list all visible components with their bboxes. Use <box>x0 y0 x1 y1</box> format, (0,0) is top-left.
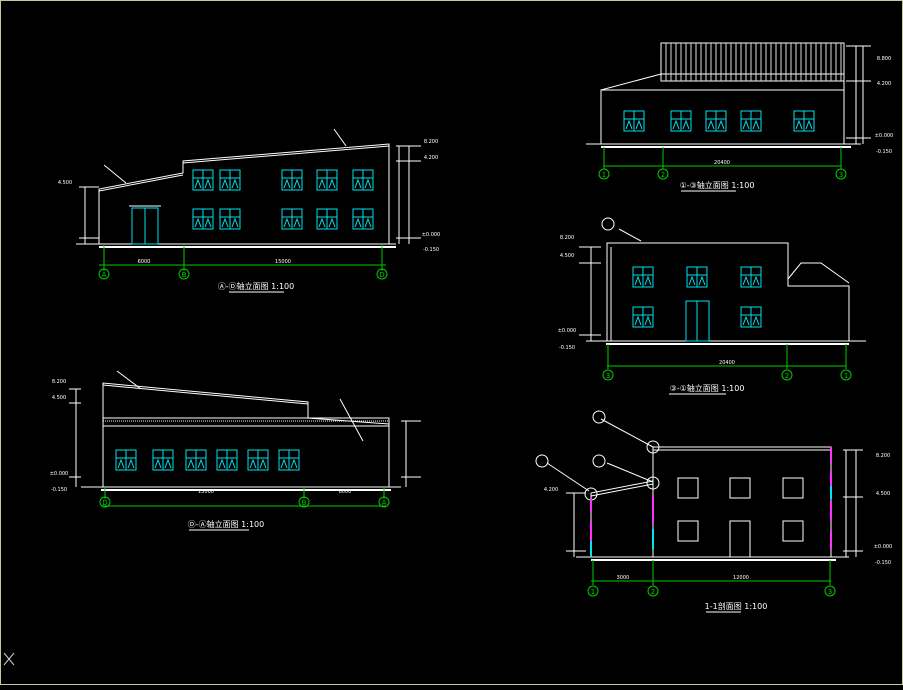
dim-text: 6000 <box>138 259 151 265</box>
axis-label: 3 <box>839 171 843 179</box>
dim-text: 12000 <box>733 575 749 581</box>
axis-label: 2 <box>785 372 789 380</box>
dim-text: 20400 <box>719 360 735 366</box>
axis-label: B <box>302 499 307 507</box>
dim-text: 20400 <box>714 160 730 166</box>
ucs-icon <box>3 652 15 666</box>
drawing-title: 1-1剖面图 1:100 <box>705 601 768 611</box>
drawing-title: ③-①轴立面图 1:100 <box>670 383 745 393</box>
level-text: -0.150 <box>875 560 891 566</box>
level-text: 4.500 <box>876 491 890 497</box>
drawing-title: Ⓓ-Ⓐ轴立面图 1:100 <box>188 519 264 529</box>
level-text: ±0.000 <box>874 544 893 550</box>
level-text: 4.500 <box>58 180 72 186</box>
level-text: 4.200 <box>424 155 438 161</box>
axis-label: 2 <box>651 588 655 596</box>
level-text: 4.200 <box>544 487 558 493</box>
level-text: 8.200 <box>424 139 438 145</box>
dim-text: 6000 <box>339 489 352 495</box>
axis-label: 1 <box>844 372 848 380</box>
level-text: -0.150 <box>876 149 892 155</box>
level-text: ±0.000 <box>558 328 577 334</box>
level-text: -0.150 <box>559 345 575 351</box>
level-text: 8.200 <box>876 453 890 459</box>
elevation-3-1 <box>579 228 866 369</box>
axis-label: 3 <box>828 588 832 596</box>
elevation-1-3 <box>586 42 871 169</box>
elevation-a-d <box>76 128 421 271</box>
level-text: ±0.000 <box>422 232 441 238</box>
axis-label: 3 <box>606 372 610 380</box>
axis-label: B <box>182 271 187 279</box>
axis-label: 2 <box>661 171 665 179</box>
level-text: -0.150 <box>423 247 439 253</box>
level-text: 8.800 <box>877 56 891 62</box>
level-text: ±0.000 <box>50 471 69 477</box>
drawing-title: Ⓐ-Ⓓ轴立面图 1:100 <box>218 281 294 291</box>
axis-label: A <box>382 499 387 507</box>
drawing-title: ①-③轴立面图 1:100 <box>680 180 755 190</box>
axis-label: A <box>102 271 107 279</box>
axis-label: D <box>379 271 384 279</box>
level-text: 4.500 <box>560 253 574 259</box>
level-text: 4.500 <box>52 395 66 401</box>
section-1-1 <box>546 418 863 585</box>
dim-text: 3000 <box>617 575 630 581</box>
level-text: ±0.000 <box>875 133 894 139</box>
dim-text: 15000 <box>275 259 291 265</box>
elevation-d-a <box>69 370 421 507</box>
dim-text: 15000 <box>198 489 214 495</box>
axis-label: 1 <box>591 588 595 596</box>
level-text: 4.200 <box>877 81 891 87</box>
axis-label: D <box>102 499 107 507</box>
level-text: 8.200 <box>52 379 66 385</box>
axis-bubbles-a-d <box>98 268 388 280</box>
level-text: -0.150 <box>51 487 67 493</box>
level-text: 8.200 <box>560 235 574 241</box>
axis-label: 1 <box>602 171 606 179</box>
